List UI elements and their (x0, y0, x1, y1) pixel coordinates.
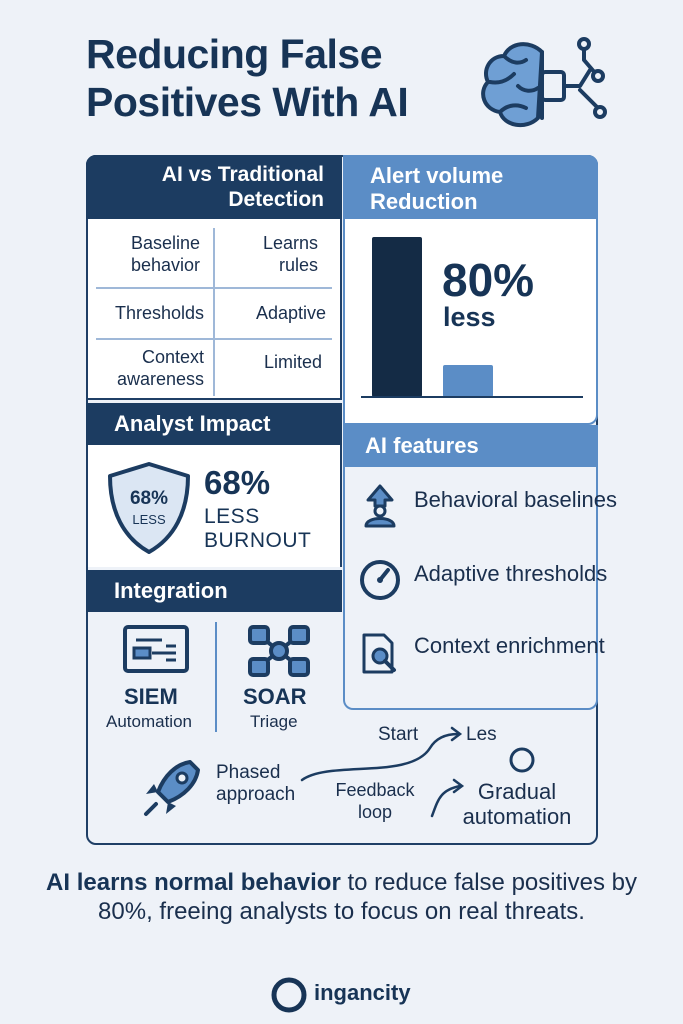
integration-title: Integration (86, 570, 342, 612)
summary-text: AI learns normal behavior to reduce fals… (40, 868, 643, 926)
summary-rest: to reduce false positives by 80%, freein… (98, 869, 637, 925)
chart-bar (372, 237, 422, 397)
brain-circuit-icon (481, 37, 607, 128)
table-divider (96, 287, 332, 289)
document-search-icon (362, 633, 396, 674)
table-cell: Adaptive (255, 303, 326, 323)
flow-start-label: Start (378, 724, 419, 745)
table-divider (96, 338, 332, 340)
table-cell: Context awareness (116, 347, 204, 389)
feature-label: Behavioral baselines (414, 487, 618, 512)
brand-logo-icon (271, 977, 307, 1013)
table-cell: Baseline behavior (130, 233, 200, 275)
burnout-value: 68% (204, 464, 271, 501)
rocket-icon (144, 760, 200, 816)
ai-features-title: AI features (343, 425, 598, 467)
analyst-impact-title: Analyst Impact (86, 403, 342, 445)
summary-bold: AI learns normal behavior (46, 869, 341, 896)
phase-label: Phased approach (216, 762, 296, 805)
table-divider (213, 228, 215, 396)
alert-volume-chart (361, 237, 583, 398)
network-nodes-icon (248, 625, 310, 677)
gauge-icon (360, 560, 400, 600)
feedback-label: Feedback loop (335, 780, 415, 822)
feature-label: Adaptive thresholds (414, 561, 608, 586)
burnout-line: LESS (204, 505, 260, 528)
user-arrow-icon (364, 484, 396, 528)
flow-arrows (300, 726, 535, 818)
milestone-circle (509, 747, 535, 773)
integration-name: SOAR (243, 684, 307, 709)
flow-les-label: Les (466, 724, 497, 745)
table-cell: Thresholds (114, 303, 204, 323)
table-cell: Learns rules (262, 233, 318, 275)
integration-sub: Automation (106, 712, 192, 731)
comparison-title: AI vs Traditional Detection (86, 155, 342, 219)
integration-sub: Triage (250, 712, 298, 731)
shield-icon: 68% LESS (108, 462, 190, 554)
gradual-label: Gradual automation (462, 779, 572, 829)
dashboard-icon (123, 625, 189, 673)
alert-volume-title: Alert volume Reduction (343, 155, 598, 219)
page-title: Reducing False Positives With AI (86, 31, 409, 125)
table-cell: Limited (263, 352, 322, 372)
alert-reduction-caption: less (443, 302, 496, 332)
shield-caption: LESS (132, 512, 166, 527)
comparison-table: Baseline behavior Learns rules Threshold… (86, 220, 342, 400)
integration-divider (215, 622, 217, 732)
chart-bar (443, 365, 493, 397)
alert-reduction-value: 80% (442, 254, 535, 306)
burnout-line: BURNOUT (204, 529, 312, 552)
integration-name: SIEM (124, 684, 178, 709)
brand-name: ingancity (314, 980, 411, 1005)
feature-label: Context enrichment (414, 633, 605, 658)
shield-value: 68% (130, 488, 168, 509)
